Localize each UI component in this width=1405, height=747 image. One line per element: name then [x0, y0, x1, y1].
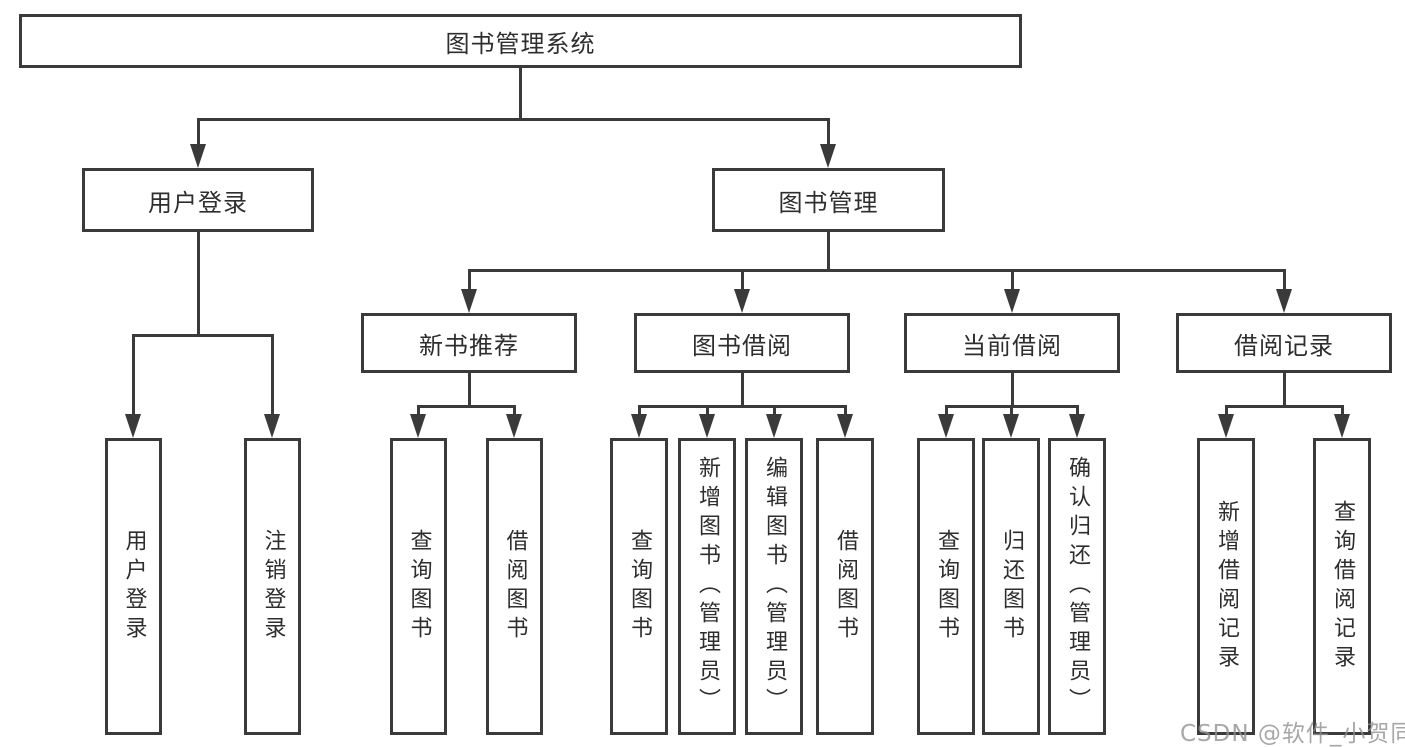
connector-line: [468, 371, 471, 408]
connector-line: [1283, 371, 1286, 408]
leaf-user-login-label: 用户登录: [121, 528, 147, 645]
leaf-add-book-admin: 新增图书（管理员）: [678, 438, 736, 735]
leaf-query-borrow-record: 查询借阅记录: [1313, 438, 1371, 735]
node-book-management-label: 图书管理: [778, 188, 879, 217]
arrowhead-down: [1218, 414, 1234, 438]
connector-line: [417, 405, 516, 408]
connector-line: [1225, 405, 1344, 408]
arrowhead-down: [938, 414, 954, 438]
arrowhead-down: [837, 414, 853, 438]
leaf-logout: 注销登录: [244, 438, 301, 735]
leaf-query-books-current: 查询图书: [917, 438, 975, 735]
connector-line: [827, 118, 830, 152]
arrowhead-down: [190, 144, 206, 168]
arrowhead-down: [699, 414, 715, 438]
arrowhead-down: [631, 414, 647, 438]
node-borrowing-records-label: 借阅记录: [1234, 331, 1334, 360]
connector-line: [706, 405, 709, 417]
connector-line: [844, 405, 847, 417]
arrowhead-down: [1004, 289, 1020, 313]
leaf-borrow-books-recommend-label: 借阅图书: [502, 528, 528, 645]
leaf-query-books-recommend: 查询图书: [390, 438, 447, 735]
connector-line: [1076, 405, 1079, 417]
leaf-confirm-return-admin: 确认归还（管理员）: [1048, 438, 1106, 735]
arrowhead-down: [734, 289, 750, 313]
node-book-management: 图书管理: [712, 168, 945, 232]
arrowhead-down: [506, 414, 522, 438]
leaf-return-books: 归还图书: [982, 438, 1040, 735]
node-new-book-recommendation: 新书推荐: [361, 313, 577, 373]
node-borrowing-records: 借阅记录: [1176, 313, 1392, 373]
node-user-login-label: 用户登录: [148, 188, 248, 217]
connector-line: [519, 66, 522, 121]
arrowhead-down: [766, 414, 782, 438]
node-current-borrowing: 当前借阅: [904, 313, 1120, 373]
connector-line: [197, 118, 200, 152]
connector-line: [945, 405, 948, 417]
arrowhead-down: [820, 144, 836, 168]
connector-line: [197, 230, 200, 337]
leaf-borrow-books-borrowing: 借阅图书: [816, 438, 874, 735]
node-current-borrowing-label: 当前借阅: [962, 331, 1062, 360]
leaf-query-books-borrowing-label: 查询图书: [627, 528, 652, 645]
leaf-edit-book-admin-label: 编辑图书（管理员）: [762, 456, 787, 717]
node-new-book-recommendation-label: 新书推荐: [419, 331, 519, 360]
connector-line: [741, 269, 744, 295]
leaf-add-borrow-record-label: 新增借阅记录: [1214, 499, 1239, 674]
arrowhead-down: [1069, 414, 1085, 438]
node-book-borrowing-label: 图书借阅: [692, 331, 792, 360]
node-root: 图书管理系统: [19, 14, 1022, 68]
leaf-query-books-current-label: 查询图书: [934, 528, 959, 645]
connector-line: [827, 230, 830, 272]
leaf-query-books-borrowing: 查询图书: [610, 438, 668, 735]
leaf-borrow-books-recommend: 借阅图书: [486, 438, 543, 735]
arrowhead-down: [410, 414, 426, 438]
node-book-borrowing: 图书借阅: [634, 313, 850, 373]
leaf-borrow-books-borrowing-label: 借阅图书: [833, 528, 858, 645]
connector-line: [271, 334, 274, 420]
leaf-user-login: 用户登录: [105, 438, 162, 735]
leaf-query-borrow-record-label: 查询借阅记录: [1330, 499, 1355, 674]
leaf-return-books-label: 归还图书: [999, 528, 1024, 645]
connector-line: [513, 405, 516, 417]
connector-line: [638, 405, 847, 408]
leaf-add-borrow-record: 新增借阅记录: [1197, 438, 1255, 735]
connector-line: [1010, 405, 1013, 417]
leaf-edit-book-admin: 编辑图书（管理员）: [745, 438, 803, 735]
arrowhead-down: [1003, 414, 1019, 438]
connector-line: [468, 269, 1286, 272]
connector-line: [638, 405, 641, 417]
connector-line: [1225, 405, 1228, 417]
node-user-login: 用户登录: [82, 168, 314, 232]
node-root-label: 图书管理系统: [445, 29, 596, 58]
connector-line: [132, 334, 135, 420]
connector-line: [1011, 371, 1014, 408]
leaf-confirm-return-admin-label: 确认归还（管理员）: [1065, 456, 1090, 717]
connector-line: [417, 405, 420, 417]
connector-line: [741, 371, 744, 408]
connector-line: [1011, 269, 1014, 295]
leaf-query-books-recommend-label: 查询图书: [406, 528, 432, 645]
connector-line: [1341, 405, 1344, 417]
leaf-add-book-admin-label: 新增图书（管理员）: [695, 456, 720, 717]
arrowhead-down: [125, 414, 141, 438]
arrowhead-down: [264, 414, 280, 438]
watermark: CSDN @软件_小贺同学: [1180, 721, 1405, 747]
connector-line: [1283, 269, 1286, 295]
arrowhead-down: [1334, 414, 1350, 438]
connector-line: [197, 118, 830, 121]
arrowhead-down: [461, 289, 477, 313]
connector-line: [132, 334, 274, 337]
connector-line: [773, 405, 776, 417]
leaf-logout-label: 注销登录: [260, 528, 286, 645]
connector-line: [468, 269, 471, 295]
arrowhead-down: [1276, 289, 1292, 313]
